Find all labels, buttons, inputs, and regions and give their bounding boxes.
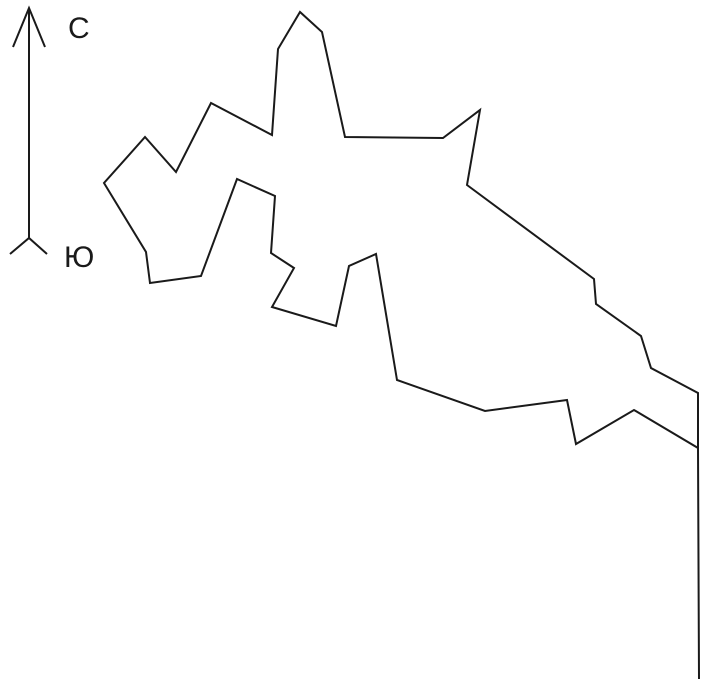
- south-label: Ю: [64, 241, 94, 274]
- boundary-outline: [102, 10, 700, 679]
- south-tail-icon: [9, 236, 48, 255]
- north-arrowhead-icon: [12, 5, 46, 48]
- north-label: С: [68, 12, 90, 45]
- compass: С Ю: [9, 5, 94, 274]
